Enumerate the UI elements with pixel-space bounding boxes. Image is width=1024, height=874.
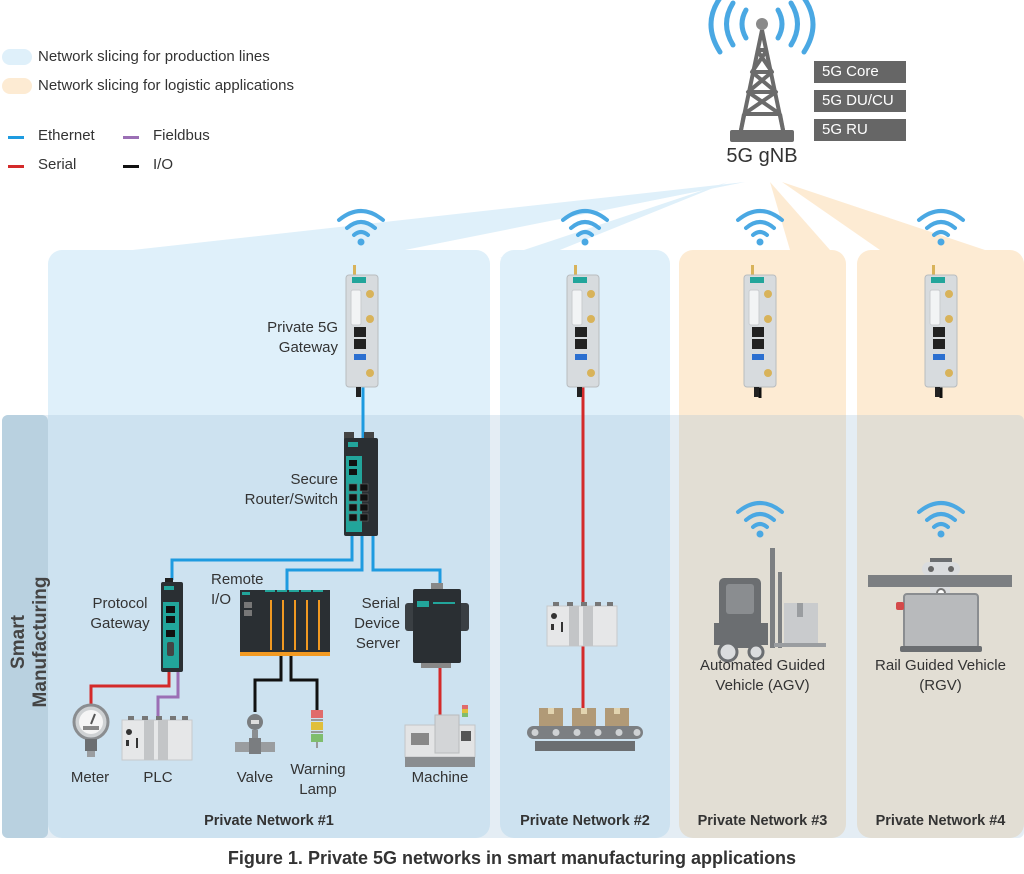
smart-manufacturing-label: Smart Manufacturing [8, 576, 51, 708]
label-line: Rail Guided Vehicle [875, 657, 1006, 674]
label-warning-lamp: Warning Lamp [280, 760, 356, 800]
plc-icon [121, 716, 193, 761]
label-line: I/O [211, 591, 232, 608]
label-remote-io: Remote I/O [211, 570, 271, 610]
agv-icon [714, 548, 826, 663]
label-line: Remote [211, 571, 264, 588]
label-rgv: Rail Guided Vehicle (RGV) [857, 656, 1024, 696]
panel-network-3 [679, 250, 846, 838]
slice-beam-network-3 [770, 182, 830, 250]
label-line: Protocol [92, 595, 148, 612]
network-title-1: Private Network #1 [204, 813, 334, 829]
slice-beam-network-1 [60, 182, 745, 258]
warning-lamp-icon [311, 710, 323, 748]
stack-5g-core: 5G Core [814, 61, 906, 83]
ethernet-line-router-protocol [170, 532, 354, 580]
network-title-4: Private Network #4 [875, 813, 1006, 829]
label-line: Router/Switch [244, 491, 338, 508]
network-title-2: Private Network #2 [520, 813, 650, 829]
label-line: Server [355, 635, 400, 652]
stack-5g-du-cu: 5G DU/CU [814, 90, 906, 112]
legend-label-fieldbus: Fieldbus [153, 127, 210, 144]
private-5g-gateway-4 [924, 265, 958, 397]
legend-label-serial: Serial [38, 156, 77, 173]
private-5g-gateway-3 [743, 265, 777, 397]
tower-signal-icon [708, 0, 816, 55]
legend-line-ethernet [8, 136, 24, 139]
label-private-5g-gateway: Private 5G Gateway [218, 318, 338, 358]
label-protocol-gateway: Protocol Gateway [80, 594, 160, 634]
ethernet-line-router-remoteio [285, 532, 364, 592]
label-line: Warning [290, 761, 346, 778]
secure-router-switch-icon [344, 432, 378, 536]
smart-manufacturing-side [2, 415, 48, 838]
label-line: Secure [290, 471, 338, 488]
conveyor-icon [527, 708, 643, 751]
legend-label-ethernet: Ethernet [38, 127, 95, 144]
label-line: Automated Guided [699, 657, 826, 674]
label-machine: Machine [411, 769, 469, 786]
ethernet-line-router-serial [371, 532, 442, 588]
legend-line-fieldbus [123, 136, 139, 139]
legend-swatch-production [2, 49, 32, 65]
label-meter: Meter [70, 769, 110, 786]
label-line: Private 5G [267, 319, 338, 336]
panel-network-2 [500, 250, 670, 838]
label-line: Device [354, 615, 400, 632]
label-line: Serial [361, 595, 400, 612]
slice-beam-network-2 [500, 182, 728, 258]
label-line: Vehicle (AGV) [715, 677, 810, 694]
label-line: Lamp [299, 781, 337, 798]
wifi-icon-network-3 [736, 209, 784, 246]
label-agv: Automated Guided Vehicle (AGV) [679, 656, 846, 696]
figure-caption: Figure 1. Private 5G networks in smart m… [227, 848, 797, 868]
label-line: (RGV) [919, 677, 962, 694]
private-5g-gateway-1 [345, 265, 379, 397]
legend-swatch-logistic [2, 78, 32, 94]
label-line: Gateway [90, 615, 150, 632]
label-serial-device-server: Serial Device Server [340, 594, 400, 654]
panel-network-1 [48, 250, 490, 838]
rgv-icon [868, 558, 1012, 652]
valve-icon [235, 714, 275, 754]
machine-icon [404, 705, 476, 767]
private-5g-gateway-2 [566, 265, 600, 397]
legend-label-logistic: Network slicing for logistic application… [38, 77, 294, 94]
label-valve: Valve [236, 769, 274, 786]
wifi-icon-rgv [917, 501, 965, 538]
panel-network-4 [857, 250, 1024, 838]
legend-line-io [123, 165, 139, 168]
io-line-remoteio-valve [253, 655, 283, 712]
remote-io-icon [240, 590, 330, 656]
legend-label-production: Network slicing for production lines [38, 48, 270, 65]
io-line-remoteio-lamp [289, 655, 319, 710]
tower-icon [730, 18, 794, 142]
plc-icon-network-2 [546, 602, 618, 647]
serial-line-protocol-meter [89, 672, 171, 710]
label-line: Gateway [278, 339, 338, 356]
label-secure-router: Secure Router/Switch [218, 470, 338, 510]
fieldbus-line-protocol-plc [156, 672, 180, 716]
label-plc: PLC [143, 769, 173, 786]
wifi-icon-agv [736, 501, 784, 538]
network-title-3: Private Network #3 [697, 813, 828, 829]
legend-line-serial [8, 165, 24, 168]
legend-label-io: I/O [153, 156, 174, 173]
protocol-gateway-icon [161, 578, 183, 672]
wifi-icon-network-1 [337, 209, 385, 246]
tower-label: 5G gNB [726, 145, 798, 167]
serial-device-server-icon [405, 583, 469, 668]
stack-5g-ru: 5G RU [814, 119, 906, 141]
wifi-icon-network-2 [561, 209, 609, 246]
wifi-icon-network-4 [917, 209, 965, 246]
meter-icon [72, 703, 110, 757]
